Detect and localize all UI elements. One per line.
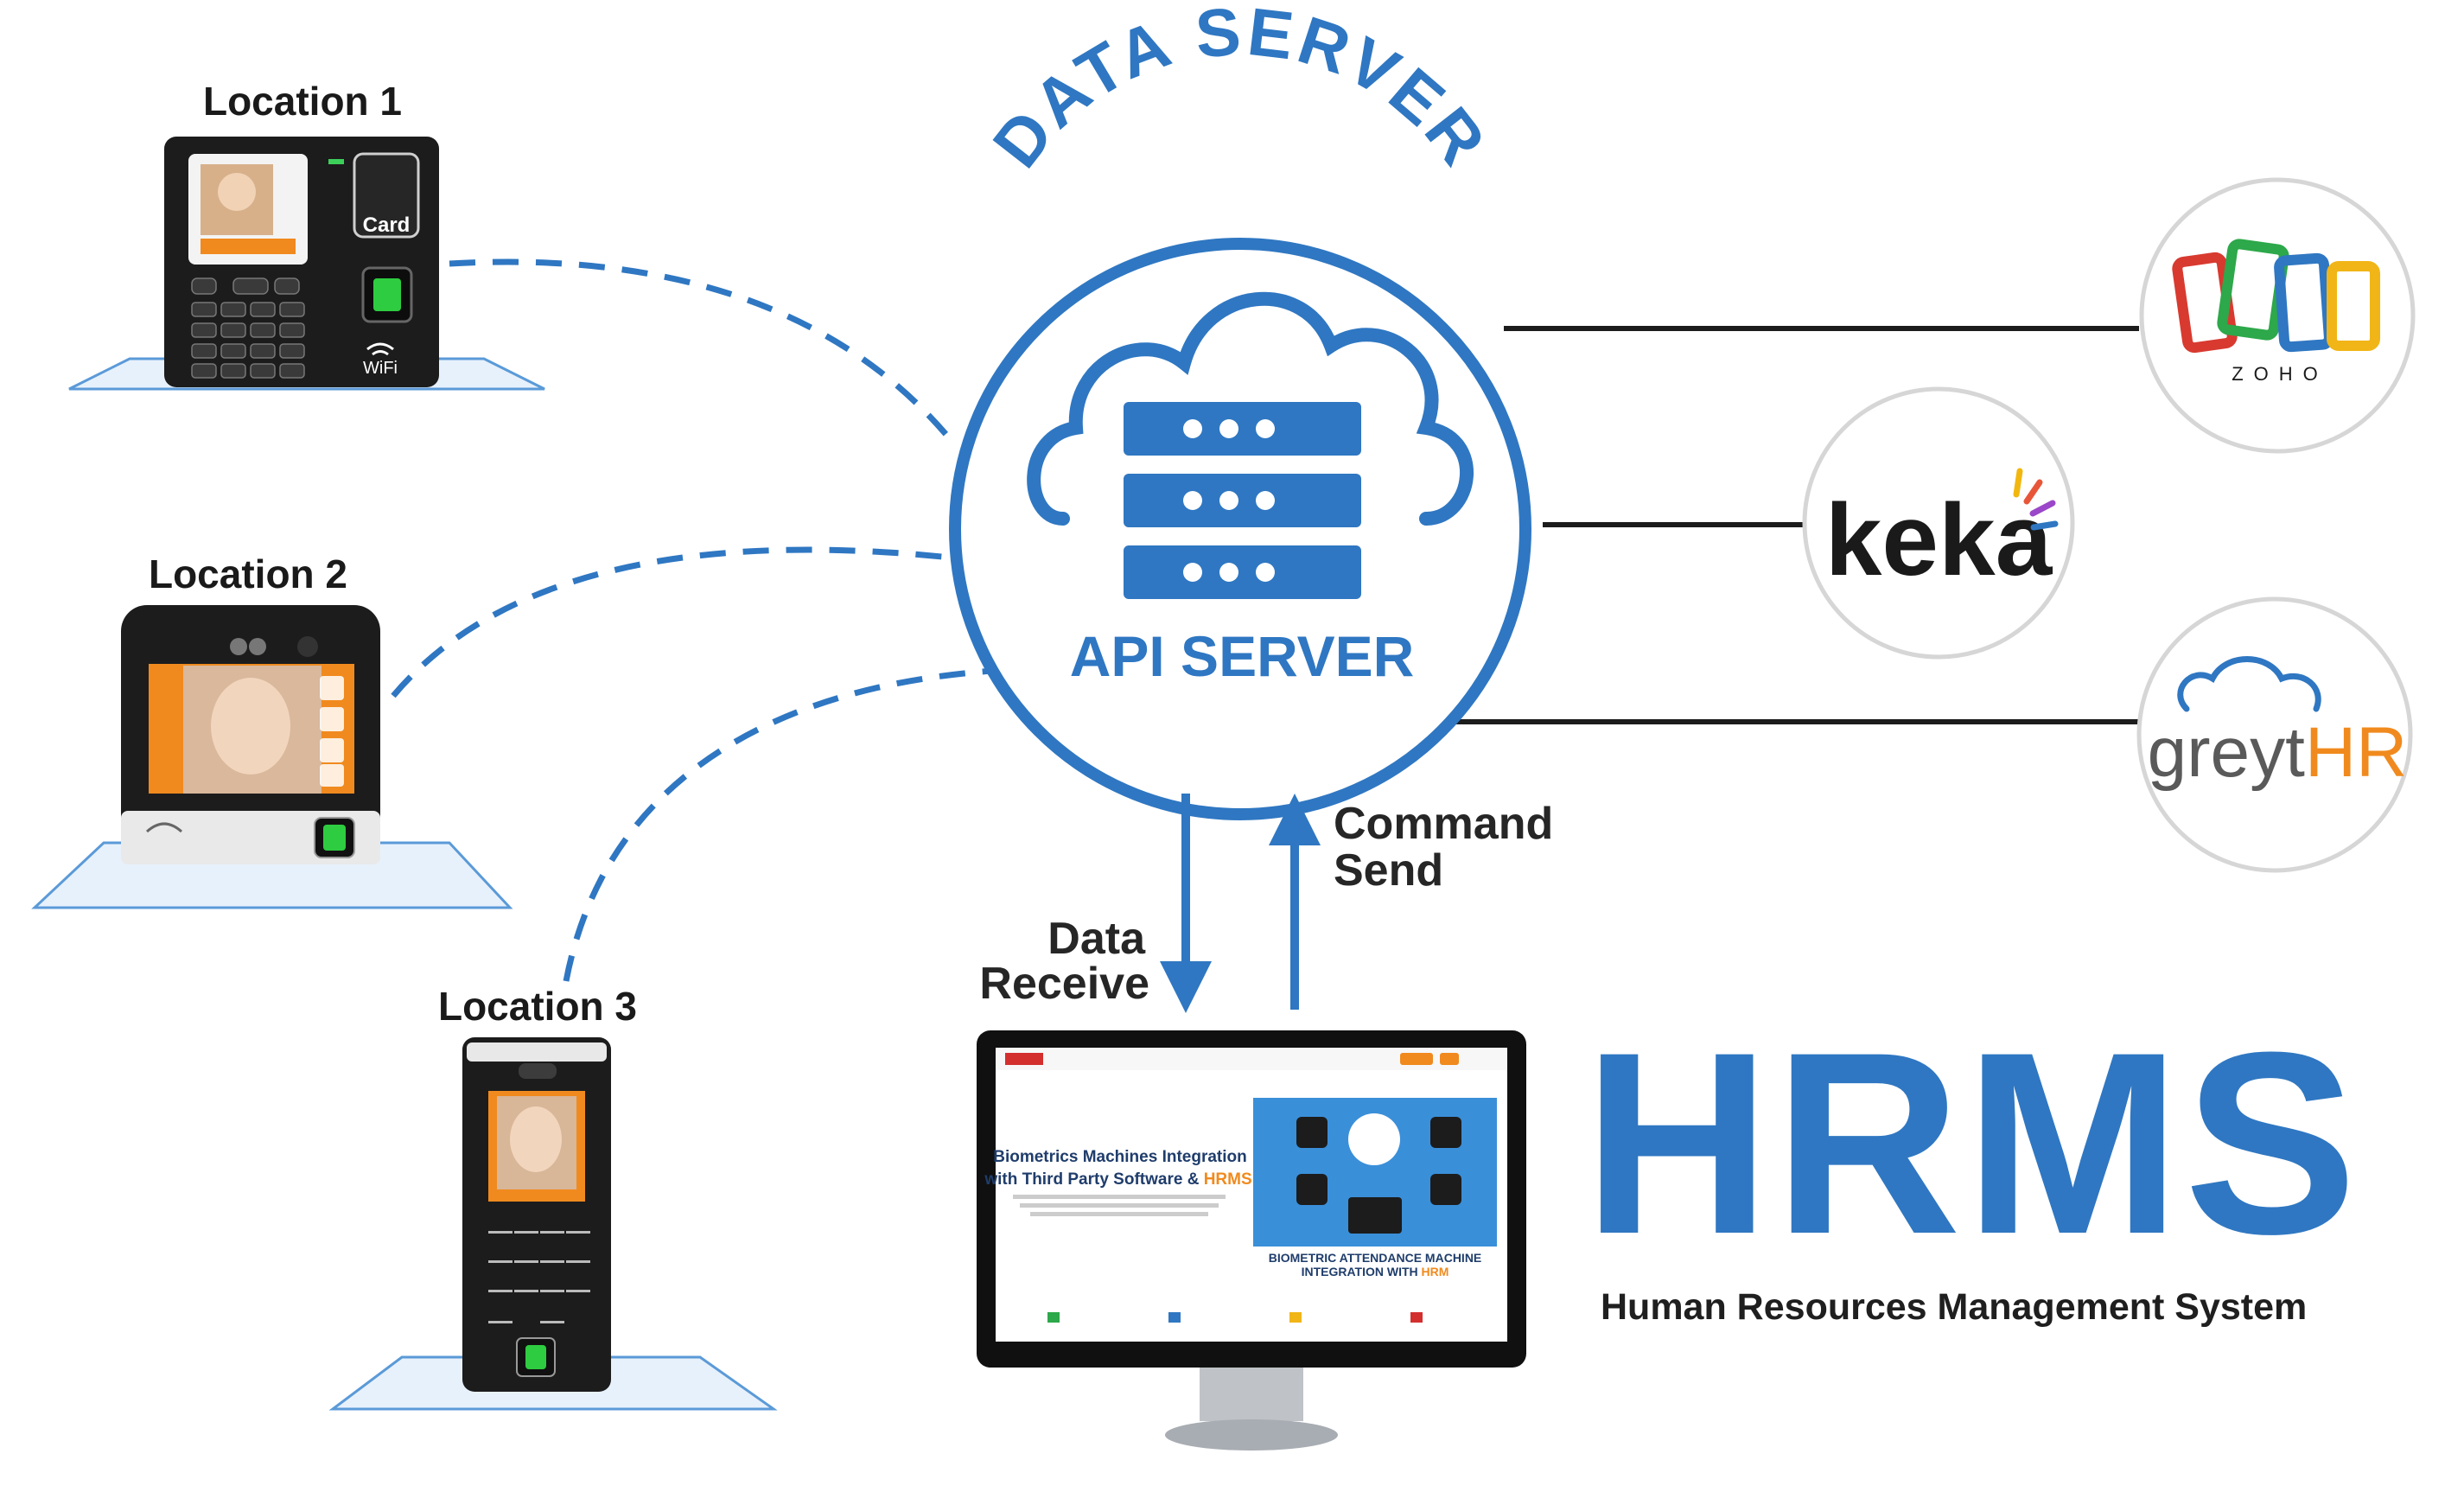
greythr-prefix: greyt bbox=[2148, 713, 2306, 792]
zoho-logo-icon bbox=[2172, 239, 2380, 354]
integration-greythr: greytHR bbox=[2136, 596, 2413, 873]
server-rack-icon bbox=[1124, 402, 1361, 599]
monitor-banner-line2: INTEGRATION WITH HRM bbox=[1302, 1265, 1449, 1278]
cloud-icon bbox=[1027, 291, 1474, 526]
data-receive-label-line2: Receive bbox=[979, 959, 1149, 1009]
integration-keka: keka bbox=[1802, 386, 2075, 660]
status-led bbox=[328, 159, 344, 164]
connector-location-2 bbox=[391, 546, 952, 698]
api-server-label: API SERVER bbox=[1070, 624, 1415, 688]
monitor-banner-line1: BIOMETRIC ATTENDANCE MACHINE bbox=[1269, 1251, 1482, 1265]
hrms-title: HRMS bbox=[1583, 998, 2360, 1288]
monitor-heading-highlight: HRMS bbox=[1204, 1170, 1252, 1189]
monitor-heading-line2: with Third Party Software & HRMS bbox=[984, 1170, 1251, 1189]
monitor-neck bbox=[1200, 1368, 1303, 1421]
greythr-wordmark: greytHR bbox=[2148, 713, 2408, 792]
hrms-monitor: Biometrics Machines Integration with Thi… bbox=[977, 1030, 1526, 1451]
monitor-heading-prefix: with Third Party Software & bbox=[984, 1170, 1203, 1189]
monitor-heading-line1: Biometrics Machines Integration bbox=[993, 1148, 1247, 1166]
connector-location-3 bbox=[563, 666, 1008, 982]
card-reader-label: Card bbox=[363, 214, 411, 237]
data-server-arc-title: DATA SERVER bbox=[978, 0, 1503, 182]
location-1-group: Location 1 Card WiFi bbox=[68, 79, 545, 391]
keka-rays-icon bbox=[2013, 468, 2059, 531]
hrms-subtitle: Human Resources Management System bbox=[1601, 1286, 2307, 1328]
server-circle bbox=[949, 238, 1531, 820]
screen-logo bbox=[1005, 1053, 1043, 1065]
location-2-label: Location 2 bbox=[149, 552, 347, 596]
monitor-banner-highlight: HRM bbox=[1422, 1265, 1449, 1278]
wifi-label: WiFi bbox=[363, 359, 398, 378]
command-send-label-line2: Send bbox=[1334, 845, 1443, 896]
monitor-stand bbox=[1165, 1419, 1338, 1451]
location-3-group: Location 3 bbox=[328, 984, 778, 1411]
greythr-suffix: HR bbox=[2305, 713, 2407, 792]
keypad bbox=[191, 277, 305, 379]
data-receive-label-line1: Data bbox=[1047, 914, 1146, 964]
location-3-label: Location 3 bbox=[438, 984, 637, 1029]
card-reader bbox=[353, 152, 420, 239]
keypad bbox=[488, 1231, 590, 1323]
zoho-wordmark: ZOHO bbox=[2232, 363, 2328, 385]
rfid-icon bbox=[145, 822, 183, 833]
monitor-banner-prefix: INTEGRATION WITH bbox=[1302, 1265, 1422, 1278]
wifi-icon bbox=[366, 342, 394, 356]
integration-zoho: ZOHO bbox=[2139, 177, 2416, 454]
data-server-arc-text: DATA SERVER bbox=[978, 0, 1499, 182]
keka-wordmark: keka bbox=[1825, 483, 2053, 597]
server-hub: DATA SERVER API SERVER bbox=[949, 0, 1531, 820]
connector-location-1 bbox=[449, 258, 958, 448]
command-send-label-line1: Command bbox=[1334, 799, 1553, 849]
location-1-label: Location 1 bbox=[203, 79, 402, 124]
greythr-cloud-icon bbox=[2177, 656, 2321, 712]
location-2-group: Location 2 bbox=[31, 552, 513, 909]
